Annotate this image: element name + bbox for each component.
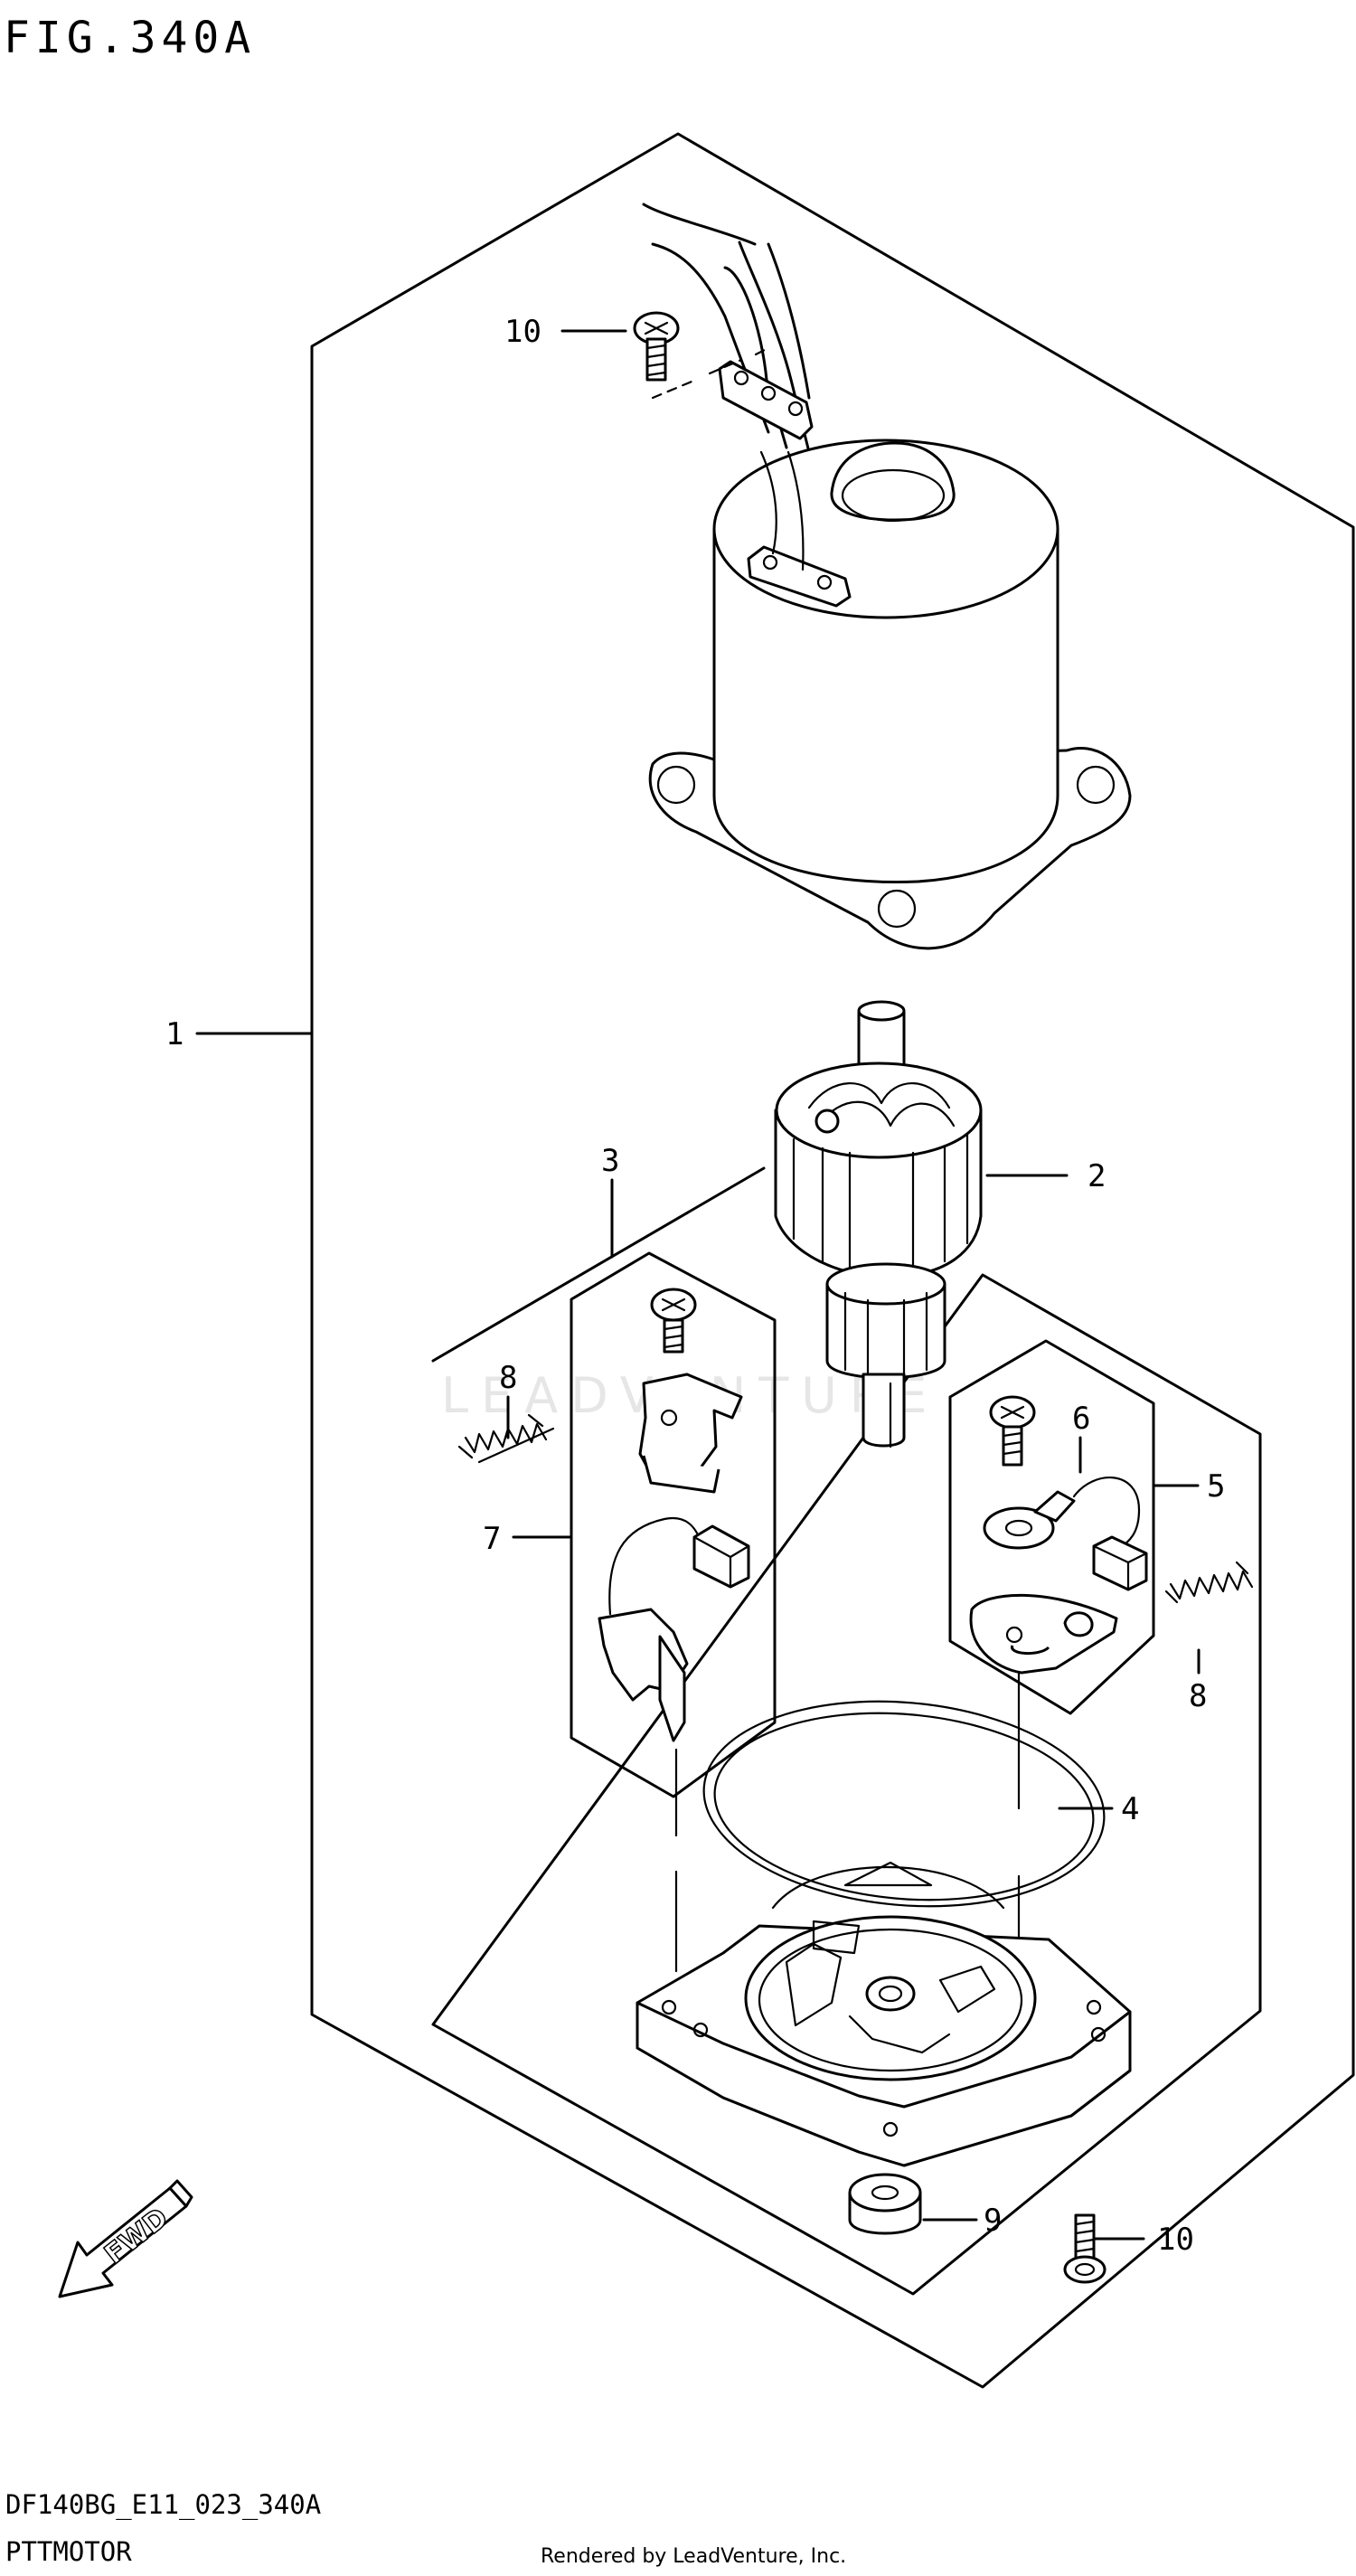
callout-8-left: 8: [499, 1360, 517, 1396]
screw-bottom: [1063, 2213, 1106, 2284]
motor-end-frame: [636, 1861, 1132, 2167]
fwd-arrow: FWD: [58, 2179, 193, 2298]
brush-holder-frame-right: [948, 1339, 1155, 1715]
callout-5: 5: [1207, 1468, 1225, 1505]
callout-3: 3: [601, 1143, 619, 1179]
o-ring: [702, 1700, 1106, 1908]
washer: [848, 2173, 922, 2235]
callout-1: 1: [165, 1016, 184, 1052]
spring-right: [1164, 1561, 1254, 1604]
brush-holder-frame-left: [570, 1251, 777, 1798]
callout-4: 4: [1121, 1791, 1139, 1827]
callout-8-right: 8: [1189, 1678, 1207, 1714]
figure-title: FIG.340A: [4, 13, 256, 63]
callout-10-bottom: 10: [1157, 2222, 1194, 2258]
spring-left: [457, 1413, 555, 1464]
brush-holder-left: [598, 1288, 750, 1742]
figure-name: PTTMOTOR: [5, 2536, 132, 2567]
screw-top: [633, 311, 768, 400]
assembly-frame-outer: [310, 132, 1355, 2389]
callout-9: 9: [984, 2203, 1002, 2239]
callout-6: 6: [1072, 1401, 1090, 1437]
armature: [774, 1000, 983, 1448]
callout-10-top: 10: [504, 314, 541, 350]
brush-holder-right: [969, 1395, 1148, 1675]
callout-2: 2: [1088, 1158, 1106, 1194]
render-credit: Rendered by LeadVenture, Inc.: [541, 2545, 846, 2568]
leader-lines: [195, 329, 1201, 2241]
motor-yoke: [642, 203, 1132, 950]
assembly-frame-inner: [431, 1166, 1262, 2296]
figure-code: DF140BG_E11_023_340A: [5, 2489, 321, 2521]
callout-7: 7: [483, 1521, 501, 1557]
